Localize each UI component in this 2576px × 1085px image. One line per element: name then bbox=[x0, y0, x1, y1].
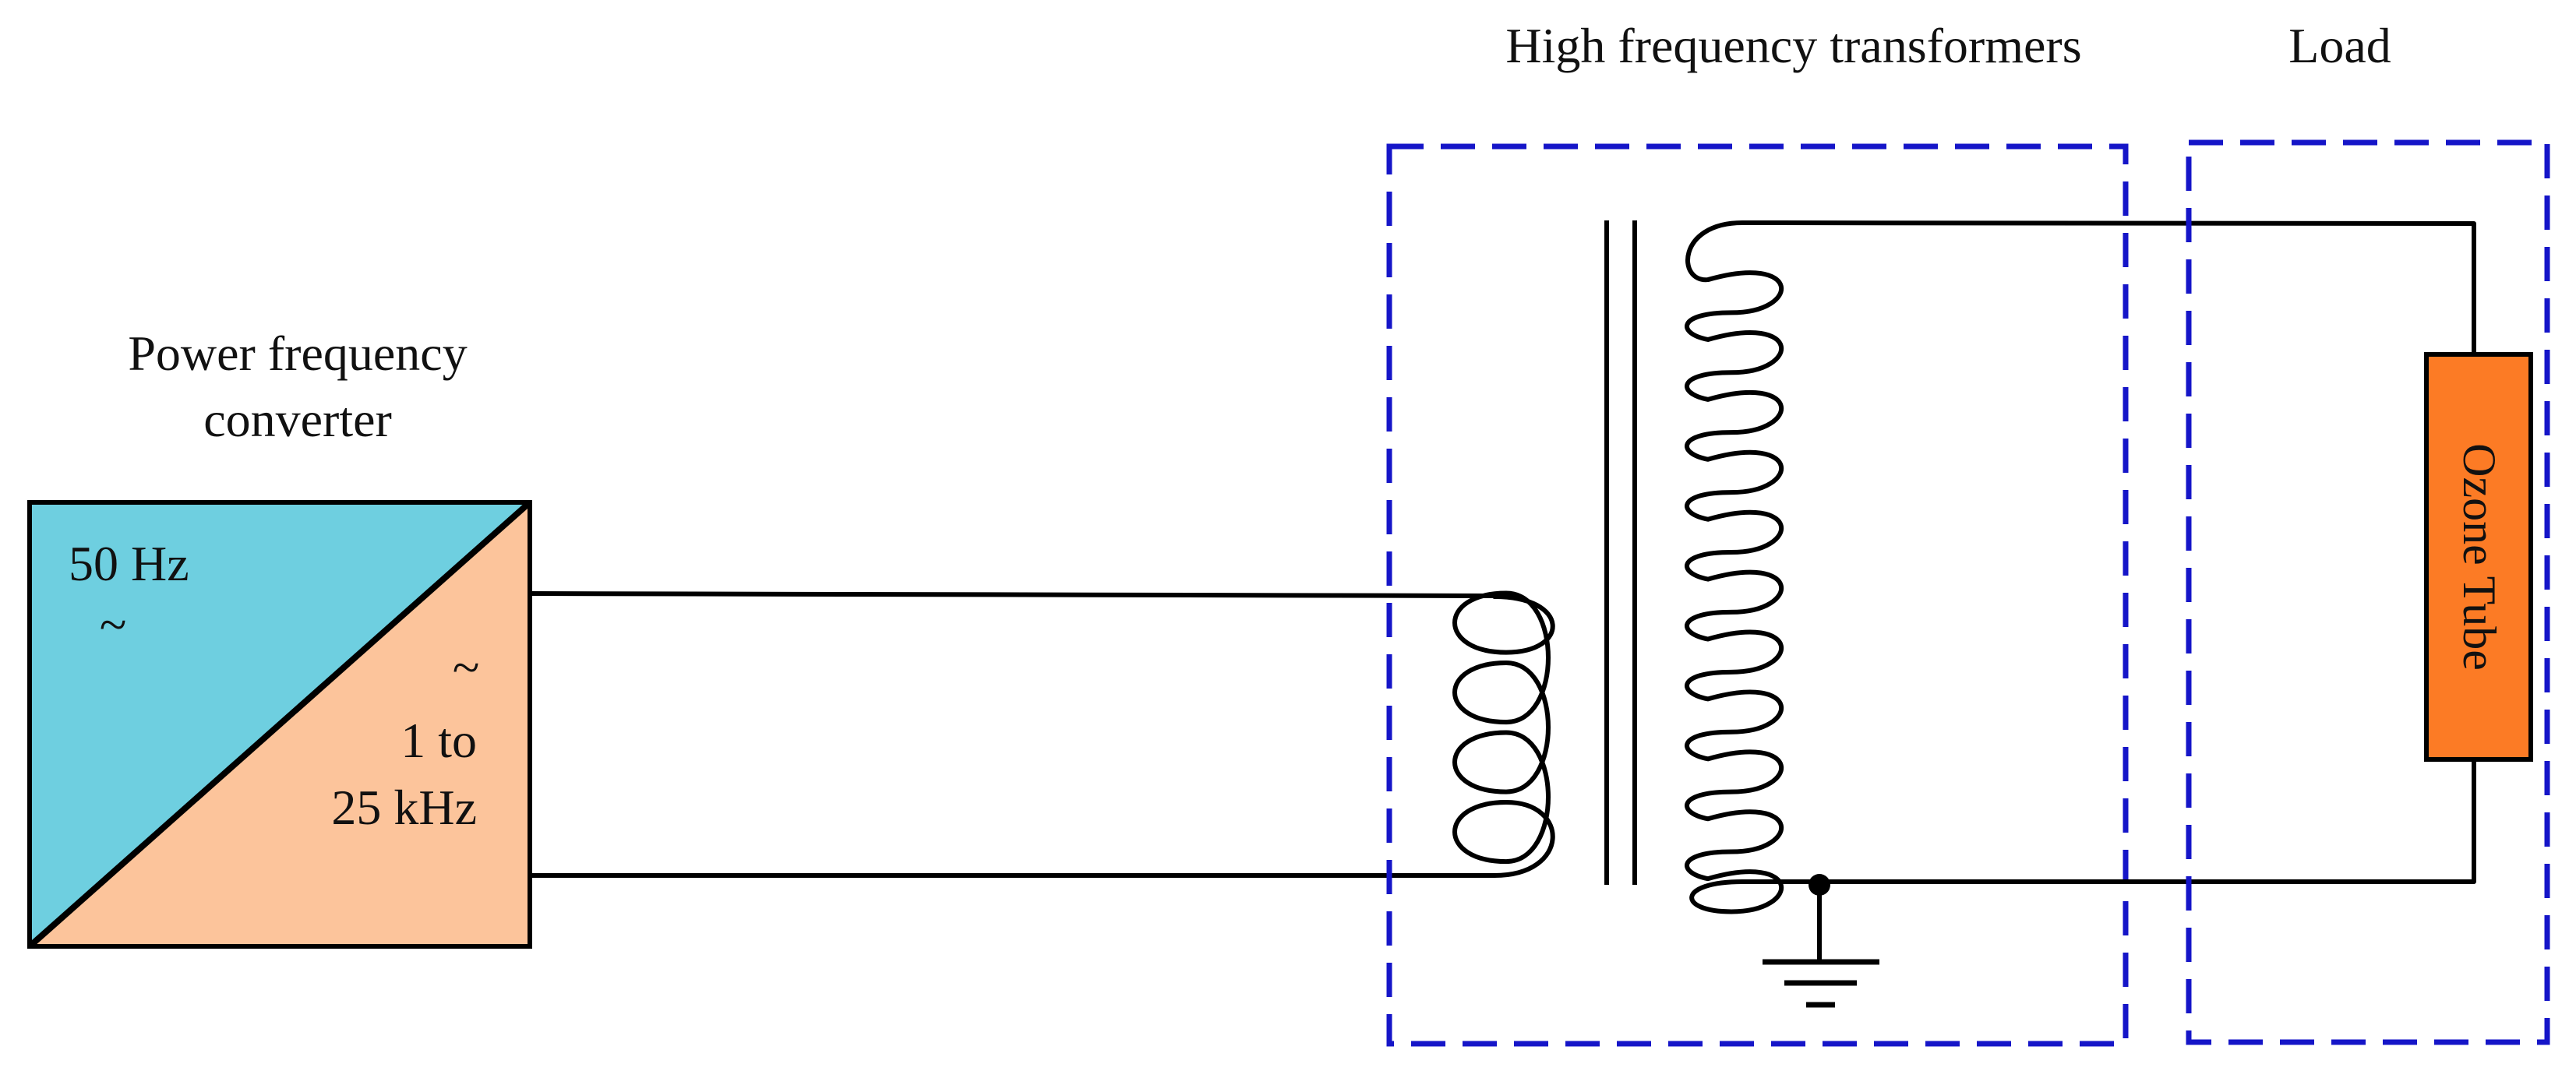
secondary-winding bbox=[1685, 220, 1784, 914]
transformer-dashed-box bbox=[1386, 143, 2129, 1047]
primary-coil bbox=[1452, 590, 1555, 878]
converter-title-line2: converter bbox=[203, 392, 392, 447]
load-title: Load bbox=[2288, 18, 2391, 73]
converter-title-line1: Power frequency bbox=[128, 326, 467, 381]
power-frequency-converter: Power frequency converter 50 Hz ~ ~ 1 to… bbox=[27, 326, 532, 949]
input-ac-tilde: ~ bbox=[100, 597, 127, 652]
output-frequency-line2: 25 kHz bbox=[331, 780, 477, 835]
secondary-top-wire bbox=[1740, 220, 2476, 357]
ground-symbol-icon bbox=[1763, 874, 1879, 1008]
load: Load Ozone Tube bbox=[2186, 18, 2550, 1045]
ozone-tube-label: Ozone Tube bbox=[2454, 443, 2505, 671]
output-frequency-line1: 1 to bbox=[401, 713, 477, 768]
ozone-tube bbox=[2424, 352, 2533, 762]
converter-outline bbox=[27, 500, 532, 949]
primary-winding bbox=[1452, 590, 1555, 878]
secondary-bottom-wire bbox=[1740, 757, 2476, 884]
primary-wires bbox=[528, 591, 1497, 878]
output-ac-tilde: ~ bbox=[453, 639, 480, 695]
high-frequency-transformer: High frequency transformers bbox=[1386, 18, 2129, 1047]
input-frequency-label: 50 Hz bbox=[69, 536, 189, 591]
primary-top-wire bbox=[528, 591, 1497, 598]
load-dashed-box bbox=[2186, 139, 2550, 1045]
converter-diagonal bbox=[27, 500, 532, 949]
secondary-coil bbox=[1685, 220, 1784, 914]
transformer-title: High frequency transformers bbox=[1505, 18, 2081, 73]
secondary-wires bbox=[1740, 220, 2476, 884]
